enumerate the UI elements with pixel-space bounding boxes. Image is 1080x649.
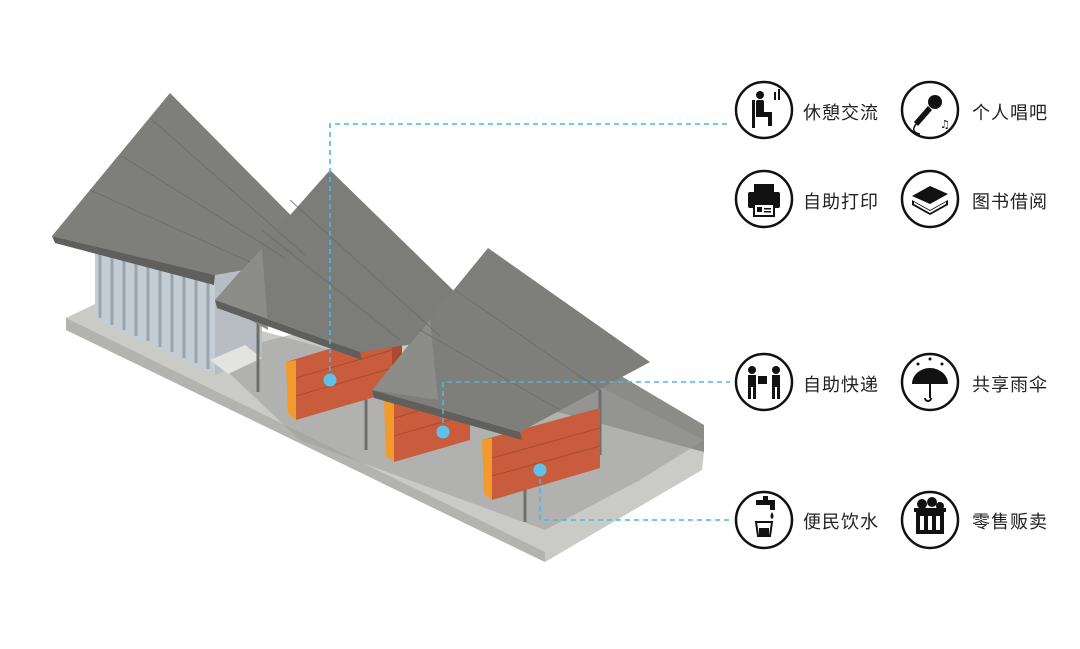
microphone-icon: ♫ <box>913 95 950 135</box>
feature-water <box>734 490 794 550</box>
entry-steps <box>210 345 262 374</box>
marker-delivery <box>436 425 450 439</box>
feature-delivery <box>734 352 794 412</box>
books-icon <box>912 186 948 215</box>
leader-water <box>539 470 730 521</box>
roof-3 <box>372 248 650 440</box>
feature-books <box>900 169 960 229</box>
feature-vending <box>900 490 960 550</box>
label-umbrella: 共享雨伞 <box>972 375 1048 396</box>
leader-delivery <box>442 381 730 432</box>
water-tap-icon <box>754 496 775 537</box>
feature-rest <box>734 80 794 140</box>
leader-rest <box>329 123 730 380</box>
marker-water <box>533 463 547 477</box>
marker-rest <box>323 373 337 387</box>
label-books: 图书借阅 <box>972 192 1048 213</box>
roof-2 <box>215 170 496 360</box>
vending-cart-icon <box>914 497 946 534</box>
brick-wall-3 <box>482 408 600 500</box>
leader-lines <box>329 123 730 521</box>
label-rest: 休憩交流 <box>803 103 879 124</box>
label-water: 便民饮水 <box>803 512 879 533</box>
printer-icon <box>748 184 780 217</box>
umbrella-rain-icon <box>912 357 948 402</box>
courier-delivery-icon <box>748 366 780 399</box>
icon-ring <box>734 490 794 550</box>
feature-karaoke: ♫ <box>900 80 960 140</box>
feature-umbrella <box>900 352 960 412</box>
seated-person-icon <box>752 89 780 128</box>
feature-print <box>734 169 794 229</box>
label-vending: 零售贩卖 <box>972 512 1048 533</box>
pavilion-axonometric <box>52 93 730 562</box>
label-karaoke: 个人唱吧 <box>972 103 1048 124</box>
roof-1 <box>52 93 330 285</box>
svg-text:♫: ♫ <box>940 118 950 131</box>
label-delivery: 自助快递 <box>803 375 879 396</box>
roof-seams <box>89 117 601 411</box>
label-print: 自助打印 <box>803 192 879 213</box>
glass-mullions <box>98 252 210 369</box>
